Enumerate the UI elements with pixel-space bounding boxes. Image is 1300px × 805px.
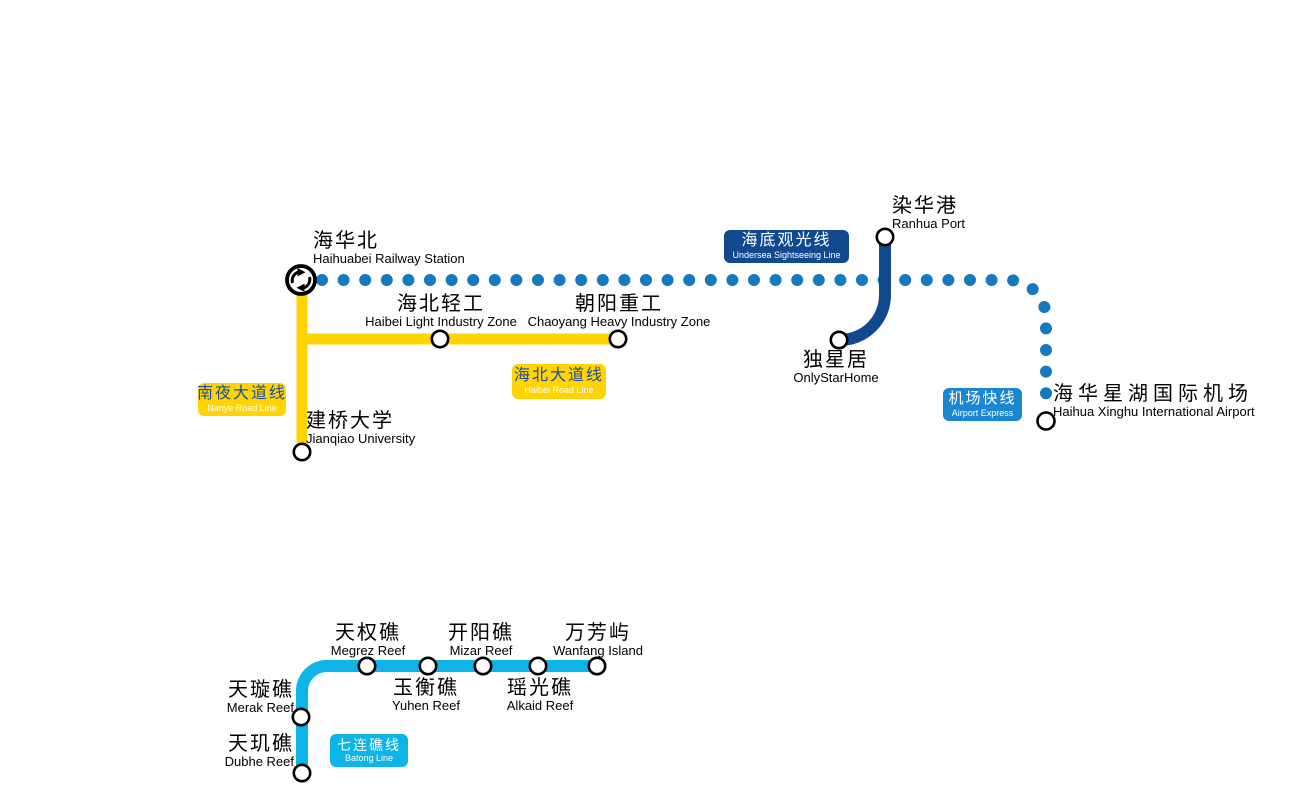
station-marker-dubhe	[292, 763, 312, 783]
line-name-zh: 海北大道线	[513, 366, 604, 384]
station-name-zh: 天璇礁	[228, 679, 294, 701]
station-name-zh: 海华北	[313, 230, 379, 252]
station-label-ranhua: 染华港 Ranhua Port	[892, 195, 965, 231]
line-label-nanye-road: 南夜大道线 Nanye Road Line	[197, 383, 288, 416]
station-marker-merak	[291, 707, 311, 727]
station-marker-onlystarhome	[829, 330, 849, 350]
station-name-zh: 万芳屿	[564, 622, 631, 644]
station-label-airport: 海华星湖国际机场 Haihua Xinghu International Air…	[1053, 383, 1255, 419]
station-name-en: Yuhen Reef	[392, 698, 460, 714]
line-label-batong: 七连礁线 Batong Line	[330, 734, 408, 767]
station-marker-jianqiao	[292, 442, 312, 462]
station-label-yuhen: 玉衡礁 Yuhen Reef	[392, 677, 460, 713]
line-name-en: Haibei Road Line	[524, 385, 594, 396]
line-name-en: Undersea Sightseeing Line	[732, 250, 841, 261]
line-name-zh: 南夜大道线	[197, 384, 288, 402]
station-label-megrez: 天权礁 Megrez Reef	[331, 622, 405, 658]
station-name-en: Merak Reef	[226, 700, 294, 716]
line-name-zh: 海底观光线	[741, 231, 832, 249]
line-undersea-branch	[839, 240, 891, 346]
station-name-en: Megrez Reef	[330, 643, 406, 659]
station-label-onlystarhome: 独星居 OnlyStarHome	[793, 349, 878, 385]
station-name-en: Haihua Xinghu International Airport	[1053, 404, 1255, 420]
station-label-haihuabei: 海华北 Haihuabei Railway Station	[313, 230, 465, 266]
line-batong	[296, 660, 600, 773]
station-name-zh: 建桥大学	[306, 410, 394, 432]
line-label-haibei-road: 海北大道线 Haibei Road Line	[512, 364, 606, 399]
station-label-alkaid: 瑶光礁 Alkaid Reef	[507, 677, 573, 713]
station-name-zh: 天玑礁	[228, 733, 294, 755]
line-name-en: Airport Express	[951, 407, 1014, 418]
station-name-en: Ranhua Port	[892, 216, 965, 232]
station-name-en: Dubhe Reef	[224, 754, 294, 770]
station-name-en: Wanfang Island	[553, 643, 643, 659]
station-label-jianqiao: 建桥大学 Jianqiao University	[306, 410, 415, 446]
station-name-en: Alkaid Reef	[506, 698, 574, 714]
station-marker-haibei-light	[430, 329, 450, 349]
station-marker-alkaid	[528, 656, 548, 676]
line-label-airport-express: 机场快线 Airport Express	[943, 388, 1022, 421]
station-name-en: Jianqiao University	[306, 431, 416, 447]
station-label-mizar: 开阳礁 Mizar Reef	[448, 622, 514, 658]
station-marker-chaoyang-heavy	[608, 329, 628, 349]
line-name-zh: 机场快线	[948, 390, 1017, 408]
station-name-en: Chaoyang Heavy Industry Zone	[527, 314, 711, 330]
station-name-zh: 玉衡礁	[392, 677, 459, 699]
line-label-undersea-sightseeing: 海底观光线 Undersea Sightseeing Line	[724, 230, 849, 263]
station-name-zh: 朝阳重工	[574, 293, 663, 315]
station-name-en: Mizar Reef	[449, 643, 513, 659]
station-label-chaoyang-heavy: 朝阳重工 Chaoyang Heavy Industry Zone	[528, 293, 711, 329]
station-marker-megrez	[357, 656, 377, 676]
station-name-zh: 染华港	[892, 195, 958, 217]
line-name-en: Nanye Road Line	[207, 403, 277, 414]
station-label-wanfang: 万芳屿 Wanfang Island	[553, 622, 643, 658]
station-marker-ranhua	[875, 227, 895, 247]
station-label-haibei-light: 海北轻工 Haibei Light Industry Zone	[365, 293, 517, 329]
station-name-en: OnlyStarHome	[793, 370, 879, 386]
line-name-en: Batong Line	[344, 752, 394, 763]
transfer-arrows-icon	[285, 264, 317, 296]
station-name-zh: 天权礁	[334, 622, 401, 644]
station-name-zh: 开阳礁	[448, 622, 514, 644]
station-name-zh: 独星居	[803, 349, 869, 371]
line-undersea-airport-dotted	[316, 274, 1052, 404]
station-label-dubhe: 天玑礁 Dubhe Reef	[225, 733, 294, 769]
station-name-en: Haibei Light Industry Zone	[365, 314, 517, 330]
station-name-zh: 海北轻工	[396, 293, 485, 315]
station-name-zh: 瑶光礁	[506, 677, 573, 699]
station-label-merak: 天璇礁 Merak Reef	[227, 679, 294, 715]
station-marker-airport	[1036, 411, 1056, 431]
station-name-en: Haihuabei Railway Station	[313, 251, 465, 267]
station-marker-wanfang	[587, 656, 607, 676]
station-marker-yuhen	[418, 656, 438, 676]
line-name-zh: 七连礁线	[337, 736, 401, 753]
station-name-zh: 海华星湖国际机场	[1053, 383, 1253, 405]
station-marker-mizar	[473, 656, 493, 676]
